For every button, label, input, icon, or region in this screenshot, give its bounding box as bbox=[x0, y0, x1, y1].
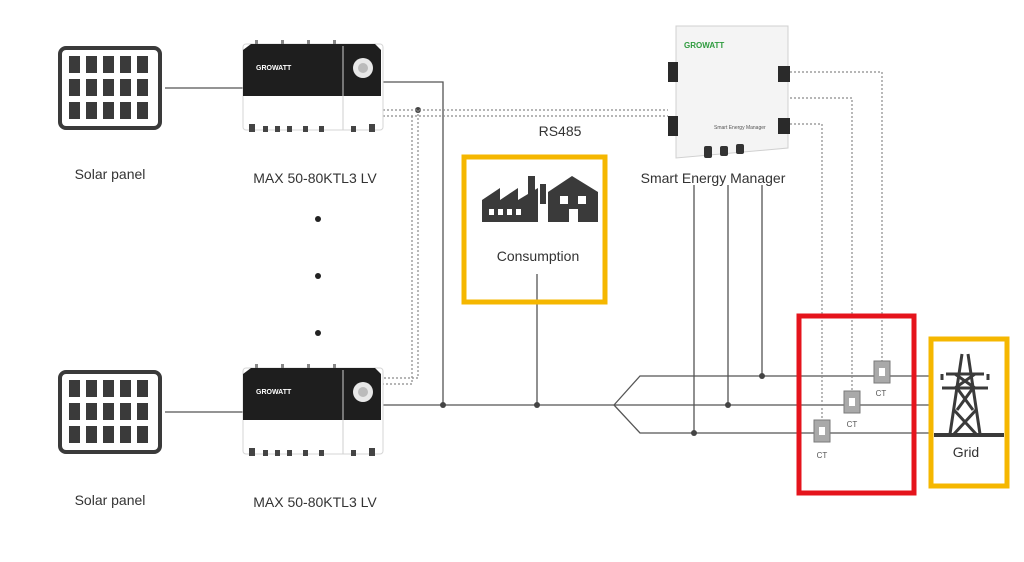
grid-ground-line bbox=[934, 433, 1004, 437]
inverter-icon bbox=[242, 364, 384, 456]
ellipsis-dots bbox=[315, 216, 321, 336]
factory-house-icon bbox=[482, 176, 598, 222]
sem-brand: GROWATT bbox=[684, 41, 724, 50]
ct-label: CT bbox=[876, 389, 887, 398]
ct-sensor-icon bbox=[843, 390, 861, 414]
inverter-label: MAX 50-80KTL3 LV bbox=[253, 494, 377, 510]
inverter-label: MAX 50-80KTL3 LV bbox=[253, 170, 377, 186]
ct-label: CT bbox=[847, 420, 858, 429]
power-lines bbox=[165, 81, 930, 434]
sem-device-text: Smart Energy Manager bbox=[714, 125, 766, 131]
smart-energy-manager-device bbox=[668, 25, 790, 159]
solar-panel-label: Solar panel bbox=[75, 492, 146, 508]
rs485-lines bbox=[383, 71, 883, 420]
junction-dots bbox=[415, 107, 765, 436]
ct-label: CT bbox=[817, 451, 828, 460]
inverter-brand: GROWATT bbox=[256, 389, 292, 396]
grid-label: Grid bbox=[953, 444, 979, 460]
consumption-highlight-box bbox=[461, 154, 608, 305]
sem-label: Smart Energy Manager bbox=[641, 170, 786, 186]
power-tower-icon bbox=[940, 353, 990, 436]
solar-panel-label: Solar panel bbox=[75, 166, 146, 182]
ct-sensor-icon bbox=[813, 419, 831, 443]
inverter-icon bbox=[242, 40, 384, 132]
ct-sensor-icon bbox=[873, 360, 891, 384]
consumption-label: Consumption bbox=[497, 248, 580, 264]
rs485-label: RS485 bbox=[539, 123, 582, 139]
grid-highlight-box bbox=[928, 336, 1010, 489]
solar-panel-icon bbox=[58, 370, 162, 454]
ct-highlight-box bbox=[796, 313, 917, 496]
solar-panel-icon bbox=[58, 46, 162, 130]
inverter-brand: GROWATT bbox=[256, 65, 292, 72]
